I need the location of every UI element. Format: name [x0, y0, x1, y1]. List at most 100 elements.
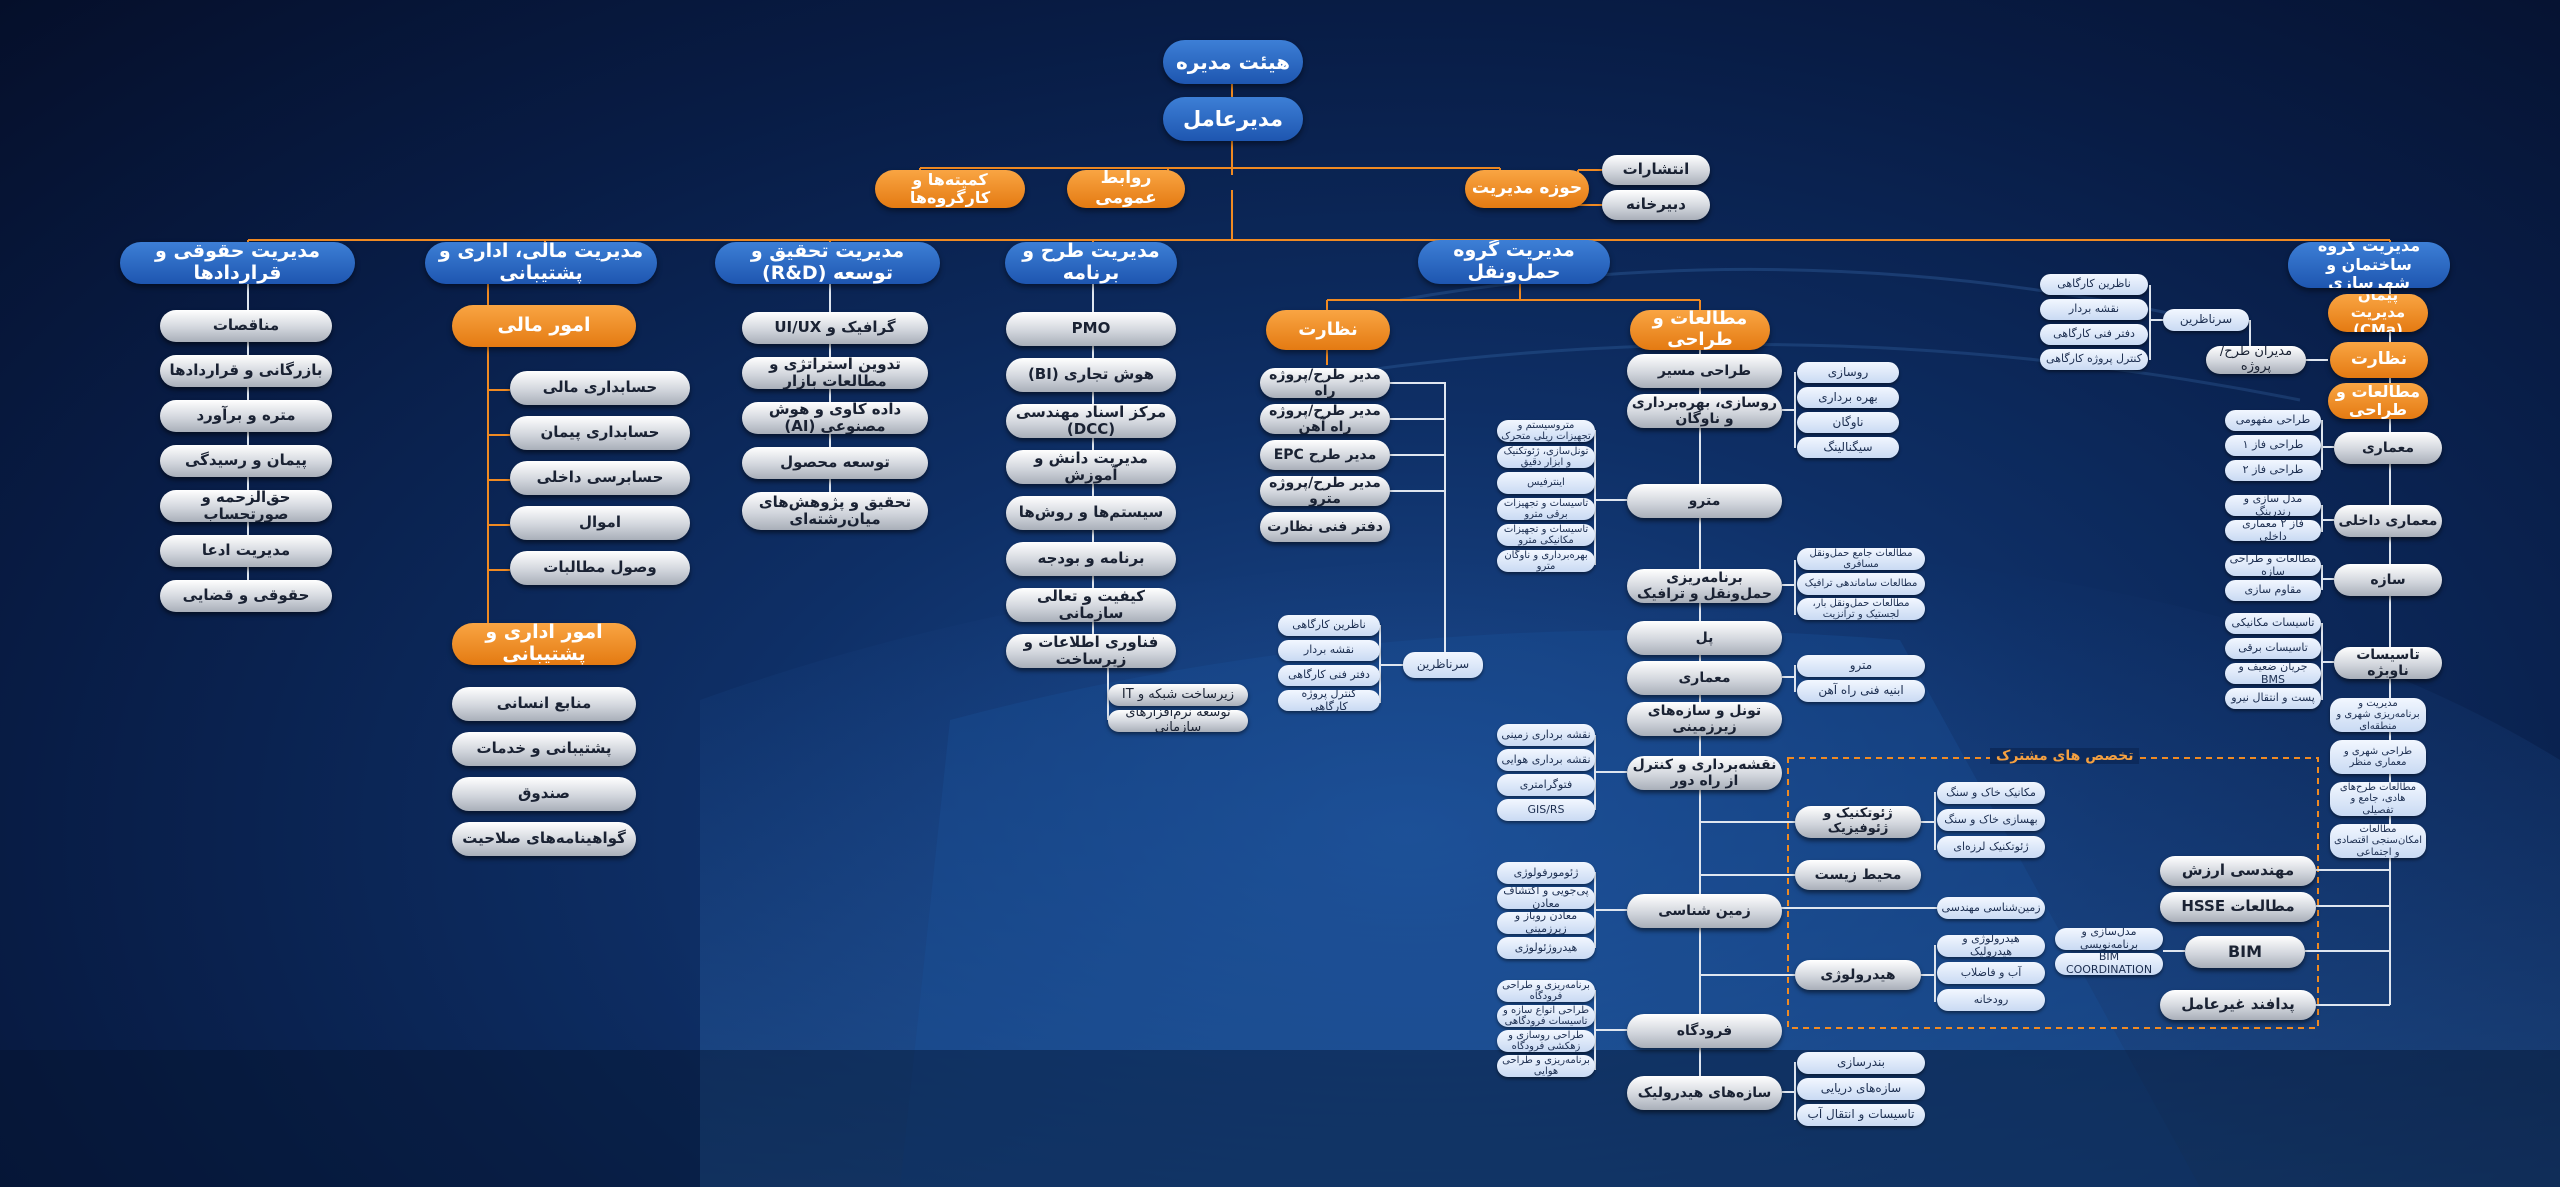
transport-studies-box[interactable]: مطالعات و طراحی: [1630, 310, 1770, 350]
urban-item[interactable]: مطالعات طرح‌های هادی، جامع و تفصیلی: [2330, 782, 2426, 816]
committees-box[interactable]: کمیته‌ها و کارگروه‌ها: [875, 170, 1025, 208]
board-of-directors-box[interactable]: هیئت مدیره: [1163, 40, 1303, 84]
geology-item[interactable]: ژئومورفولوژی: [1497, 862, 1595, 884]
airport-box[interactable]: فرودگاه: [1627, 1014, 1782, 1048]
hydrology-item[interactable]: رودخانه: [1937, 989, 2045, 1011]
planning-department-header[interactable]: مدیریت طرح و برنامه: [1005, 242, 1177, 284]
geotech-item[interactable]: بهسازی خاک و سنگ: [1937, 809, 2045, 831]
financial-item[interactable]: حسابرسی داخلی: [510, 461, 690, 495]
hydraulic-item[interactable]: سازه‌های دریایی: [1797, 1078, 1925, 1100]
metro-item[interactable]: تاسیسات و تجهیزات مکانیکی مترو: [1497, 524, 1595, 546]
financial-item[interactable]: وصول مطالبات: [510, 551, 690, 585]
planning-item[interactable]: مرکز اسناد مهندسی (DCC): [1006, 404, 1176, 438]
rnd-item[interactable]: تدوین استراتژی و مطالعات بازار: [742, 357, 928, 389]
legal-department-header[interactable]: مدیریت حقوقی و قراردادها: [120, 242, 355, 284]
supervision-item[interactable]: مدیر طرح/پروژه راه آهن: [1260, 404, 1390, 434]
structure-item[interactable]: مطالعات و طراحی سازه: [2225, 555, 2321, 576]
secretariat-box[interactable]: دبیرخانه: [1602, 190, 1710, 220]
road-ops-item[interactable]: سیگنالینگ: [1797, 437, 1899, 458]
supervision-item[interactable]: مدیر طرح/پروژه راه: [1260, 368, 1390, 398]
transport-supervision-box[interactable]: نظارت: [1266, 310, 1390, 350]
rnd-item[interactable]: گرافیک و UI/UX: [742, 312, 928, 344]
financial-item[interactable]: حسابداری مالی: [510, 371, 690, 405]
it-item[interactable]: توسعه نرم‌افزارهای سازمانی: [1108, 710, 1248, 732]
transport-architecture-item[interactable]: ابنیه فنی راه آهن: [1797, 680, 1925, 702]
geology-box[interactable]: زمین شناسی: [1627, 894, 1782, 928]
architecture-item[interactable]: طراحی فاز ۲: [2225, 460, 2321, 481]
it-item[interactable]: زیرساخت شبکه و IT: [1108, 684, 1248, 706]
legal-item[interactable]: حقوقی و قضایی: [160, 580, 332, 612]
planning-item[interactable]: فناوری اطلاعات و زیرساخت: [1006, 634, 1176, 668]
chief-supervisor-item[interactable]: نقشه بردار: [2040, 299, 2148, 320]
metro-item[interactable]: متروسیستم و تجهیزات ریلی متحرک: [1497, 420, 1595, 442]
structure-item[interactable]: مقاوم سازی: [2225, 580, 2321, 601]
geology-item[interactable]: معادن روباز و زیرزمینی: [1497, 912, 1595, 934]
mep-item[interactable]: پست و انتقال نیرو: [2225, 688, 2321, 709]
chief-supervisors-box[interactable]: سرناظرین: [2163, 309, 2249, 331]
survey-item[interactable]: GIS/RS: [1497, 799, 1595, 821]
site-supervisor-item[interactable]: ناظرین کارگاهی: [1278, 615, 1380, 636]
route-design-box[interactable]: طراحی مسیر: [1627, 354, 1782, 388]
airport-item[interactable]: برنامه‌ریزی و طراحی هوایی: [1497, 1055, 1595, 1077]
value-engineering-box[interactable]: مهندسی ارزش: [2160, 856, 2316, 886]
architecture-item[interactable]: طراحی مفهومی: [2225, 410, 2321, 431]
road-ops-item[interactable]: روسازی: [1797, 362, 1899, 383]
legal-item[interactable]: حق‌الزحمه و صورتحساب: [160, 490, 332, 522]
transport-architecture-box[interactable]: معماری: [1627, 661, 1782, 695]
rnd-department-header[interactable]: مدیریت تحقیق و توسعه (R&D): [715, 242, 940, 284]
planning-item[interactable]: برنامه و بودجه: [1006, 542, 1176, 576]
legal-item[interactable]: مدیریت ادعا: [160, 535, 332, 567]
metro-item[interactable]: بهره‌برداری و ناوگان مترو: [1497, 550, 1595, 572]
admin-item[interactable]: پشتیبانی و خدمات: [452, 732, 636, 766]
construction-studies-box[interactable]: مطالعات و طراحی: [2328, 383, 2428, 419]
supervision-item[interactable]: مدیر طرح/پروژه مترو: [1260, 476, 1390, 506]
cma-box[interactable]: پیمان مدیریت (CMa): [2328, 294, 2428, 332]
site-supervisor-item[interactable]: نقشه بردار: [1278, 640, 1380, 661]
financial-item[interactable]: اموال: [510, 506, 690, 540]
finance-department-header[interactable]: مدیریت مالی، اداری و پشتیبانی: [425, 242, 657, 284]
public-relations-box[interactable]: روابط عمومی: [1067, 170, 1185, 208]
bim-item[interactable]: BIM COORDINATION: [2055, 953, 2163, 975]
planning-item[interactable]: سیستم‌ها و روش‌ها: [1006, 496, 1176, 530]
financial-item[interactable]: حسابداری پیمان: [510, 416, 690, 450]
hydraulic-item[interactable]: بندرسازی: [1797, 1052, 1925, 1074]
airport-item[interactable]: برنامه‌ریزی و طراحی فرودگاه: [1497, 980, 1595, 1002]
bim-box[interactable]: BIM: [2185, 936, 2305, 968]
financial-affairs-box[interactable]: امور مالی: [452, 305, 636, 347]
chief-supervisor-item[interactable]: ناظرین کارگاهی: [2040, 274, 2148, 295]
hydraulic-item[interactable]: تاسیسات و انتقال آب: [1797, 1104, 1925, 1126]
admin-item[interactable]: منابع انسانی: [452, 687, 636, 721]
geotech-item[interactable]: ژئوتکنیک لرزه‌ای: [1937, 836, 2045, 858]
road-ops-item[interactable]: ناوگان: [1797, 412, 1899, 433]
hsse-box[interactable]: مطالعات HSSE: [2160, 892, 2316, 922]
metro-item[interactable]: تاسیسات و تجهیزات برقی مترو: [1497, 498, 1595, 520]
urban-item[interactable]: مدیریت و برنامه‌ریزی شهری و منطقه‌ای: [2330, 698, 2426, 732]
survey-item[interactable]: فتوگرامتری: [1497, 774, 1595, 796]
structure-box[interactable]: سازه: [2334, 564, 2442, 596]
supervision-item[interactable]: دفتر فنی نظارت: [1260, 512, 1390, 542]
transport-planning-item[interactable]: مطالعات ساماندهی ترافیک: [1797, 573, 1925, 595]
admin-affairs-box[interactable]: امور اداری و پشتیبانی: [452, 623, 636, 665]
metro-item[interactable]: اینترفیس: [1497, 472, 1595, 494]
publications-box[interactable]: انتشارات: [1602, 155, 1710, 185]
metro-box[interactable]: مترو: [1627, 484, 1782, 518]
transport-planning-box[interactable]: برنامه‌ریزی حمل‌ونقل و ترافیک: [1627, 569, 1782, 603]
metro-item[interactable]: تونل‌سازی، ژئوتکنیک و ابزار دقیق: [1497, 446, 1595, 468]
chief-supervisor-item[interactable]: دفتر فنی کارگاهی: [2040, 324, 2148, 345]
bim-item[interactable]: مدل‌سازی و برنامه‌نویسی: [2055, 928, 2163, 950]
project-managers-box[interactable]: مدیران طرح/ پروژه: [2206, 346, 2306, 374]
transport-planning-item[interactable]: مطالعات حمل‌ونقل بار، لجستیک و ترانزیت: [1797, 598, 1925, 620]
site-supervisor-item[interactable]: کنترل پروژه کارگاهی: [1278, 690, 1380, 711]
supervisors-box[interactable]: سرناظرین: [1403, 652, 1483, 678]
geotech-item[interactable]: مکانیک خاک و سنگ: [1937, 782, 2045, 804]
site-supervisor-item[interactable]: دفتر فنی کارگاهی: [1278, 665, 1380, 686]
engineering-geology-box[interactable]: زمین‌شناسی مهندسی: [1937, 897, 2045, 919]
interior-item[interactable]: فاز ۲ معماری داخلی: [2225, 520, 2321, 541]
geology-item[interactable]: پی‌جویی و اکتشاف معادن: [1497, 887, 1595, 909]
ceo-box[interactable]: مدیرعامل: [1163, 97, 1303, 141]
rnd-item[interactable]: داده کاوی و هوش مصنوعی (AI): [742, 402, 928, 434]
mep-item[interactable]: تاسیسات مکانیکی: [2225, 613, 2321, 634]
passive-defense-box[interactable]: پدافند غیرعامل: [2160, 990, 2316, 1020]
road-ops-item[interactable]: بهره برداری: [1797, 387, 1899, 408]
planning-item[interactable]: کیفیت و تعالی سازمانی: [1006, 588, 1176, 622]
